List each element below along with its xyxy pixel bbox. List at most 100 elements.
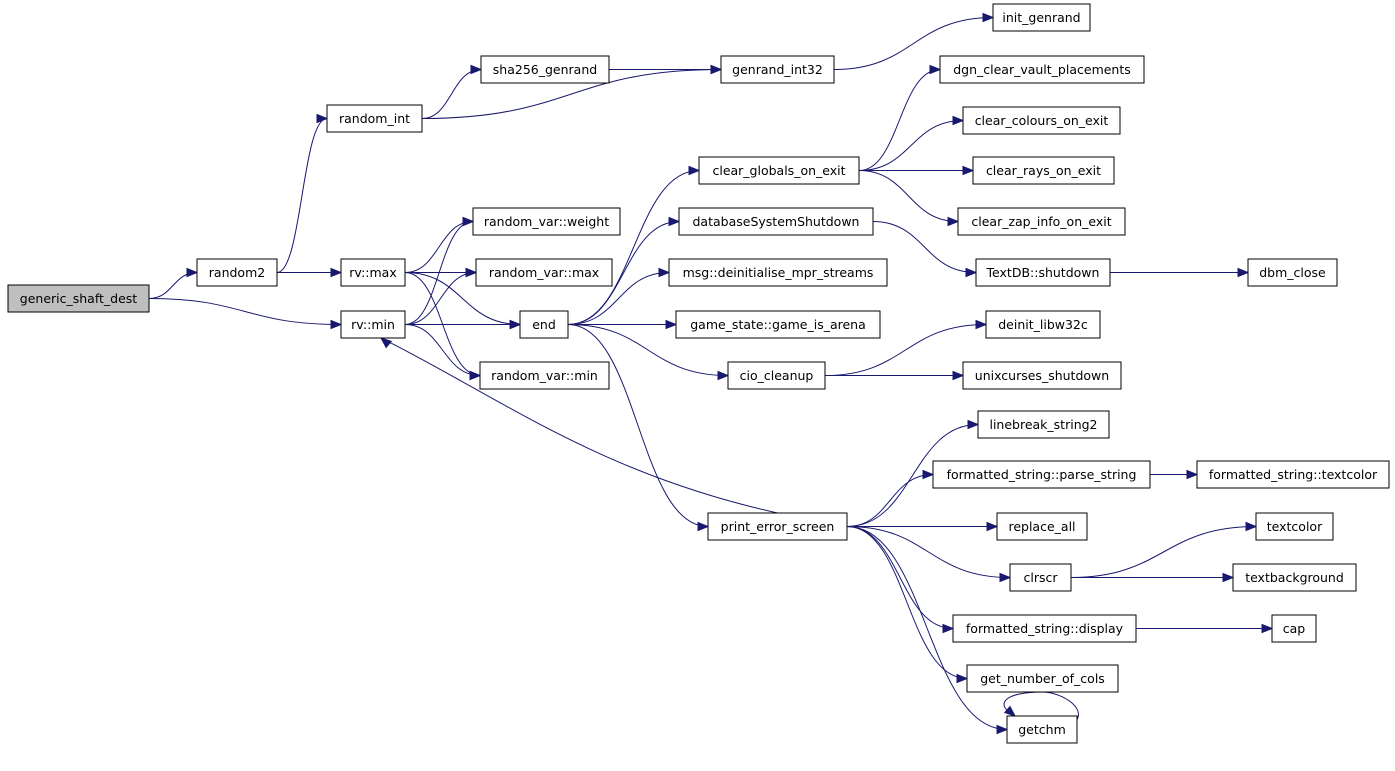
node-clrscr[interactable]: clrscr bbox=[1009, 563, 1072, 592]
node-label: formatted_string::parse_string bbox=[947, 467, 1137, 482]
node-random-int[interactable]: random_int bbox=[326, 104, 423, 133]
node-databaseSystemShutdown[interactable]: databaseSystemShutdown bbox=[678, 207, 874, 236]
edge-clear-globals-on-exit-to-clear-colours bbox=[858, 115, 965, 171]
node-genrand-int32[interactable]: genrand_int32 bbox=[720, 55, 835, 84]
node-box bbox=[480, 55, 610, 84]
edge-end-to-clear-globals-on-exit bbox=[567, 165, 701, 325]
node-deinit-libw32c[interactable]: deinit_libw32c bbox=[985, 310, 1101, 339]
edge-print-error-screen-to-replace-all bbox=[847, 521, 999, 532]
node-label: clear_zap_info_on_exit bbox=[971, 214, 1111, 229]
node-rvar-min[interactable]: random_var::min bbox=[479, 361, 610, 390]
node-box bbox=[698, 156, 860, 185]
edge-line bbox=[404, 272, 477, 325]
node-label: clear_rays_on_exit bbox=[986, 163, 1101, 178]
edge-arrowhead bbox=[186, 267, 199, 278]
node-clear-globals-on-exit[interactable]: clear_globals_on_exit bbox=[698, 156, 860, 185]
node-random2[interactable]: random2 bbox=[196, 258, 278, 287]
edge-line bbox=[404, 221, 474, 273]
node-msg-deinit[interactable]: msg::deinitialise_mpr_streams bbox=[668, 258, 888, 287]
edge-genrand-int32-to-init-genrand bbox=[833, 12, 995, 70]
node-clear-rays[interactable]: clear_rays_on_exit bbox=[972, 156, 1115, 185]
node-label: rv::min bbox=[351, 317, 395, 332]
node-rvar-weight[interactable]: random_var::weight bbox=[472, 207, 621, 236]
edge-print-error-screen-to-clrscr bbox=[846, 526, 1012, 583]
node-cio-cleanup[interactable]: cio_cleanup bbox=[727, 361, 826, 390]
edge-clear-globals-on-exit-to-dgn-clear bbox=[858, 64, 942, 171]
node-box bbox=[326, 104, 423, 133]
edge-arrowhead bbox=[947, 216, 960, 227]
node-box bbox=[962, 106, 1121, 135]
edge-line bbox=[846, 526, 1008, 730]
node-box bbox=[675, 310, 881, 339]
edge-arrowhead bbox=[956, 673, 969, 684]
node-textcolor[interactable]: textcolor bbox=[1255, 512, 1334, 541]
edge-clear-globals-on-exit-to-clear-zap bbox=[858, 170, 960, 227]
edge-arrowhead bbox=[469, 370, 482, 381]
edge-arrowhead bbox=[1003, 705, 1017, 717]
node-label: unixcurses_shutdown bbox=[975, 368, 1109, 383]
node-replace-all[interactable]: replace_all bbox=[996, 512, 1088, 541]
edge-line bbox=[846, 424, 979, 527]
node-label: random_int bbox=[339, 111, 410, 126]
node-box bbox=[727, 361, 826, 390]
node-clear-zap[interactable]: clear_zap_info_on_exit bbox=[957, 207, 1126, 236]
node-box bbox=[479, 361, 610, 390]
edge-arrowhead bbox=[509, 319, 522, 330]
edge-line bbox=[567, 170, 700, 325]
node-fs-display[interactable]: formatted_string::display bbox=[952, 614, 1137, 643]
edge-generic-shaft-dest-to-rv-min bbox=[148, 298, 343, 330]
node-sha256-genrand[interactable]: sha256_genrand bbox=[480, 55, 610, 84]
node-dbm-close[interactable]: dbm_close bbox=[1247, 258, 1338, 287]
edge-arrowhead bbox=[975, 319, 988, 330]
node-getchm[interactable]: getchm bbox=[1006, 715, 1078, 744]
node-print-error-screen[interactable]: print_error_screen bbox=[707, 512, 848, 541]
edge-line bbox=[567, 324, 709, 527]
edge-cio-cleanup-to-deinit-libw32c bbox=[824, 319, 988, 376]
edge-line bbox=[846, 526, 968, 679]
edge-rv-min-to-rvar-min bbox=[404, 324, 482, 381]
node-box bbox=[939, 55, 1145, 84]
node-label: end bbox=[532, 317, 556, 332]
node-clear-colours[interactable]: clear_colours_on_exit bbox=[962, 106, 1121, 135]
node-end[interactable]: end bbox=[519, 310, 569, 339]
node-label: print_error_screen bbox=[721, 519, 835, 534]
edge-arrowhead bbox=[982, 12, 995, 23]
node-label: generic_shaft_dest bbox=[20, 291, 138, 306]
node-label: sha256_genrand bbox=[493, 62, 597, 77]
node-label: replace_all bbox=[1008, 519, 1075, 534]
node-init-genrand[interactable]: init_genrand bbox=[992, 3, 1091, 32]
node-game-is-arena[interactable]: game_state::game_is_arena bbox=[675, 310, 881, 339]
node-get-number-of-cols[interactable]: get_number_of_cols bbox=[966, 664, 1119, 693]
node-generic-shaft-dest[interactable]: generic_shaft_dest bbox=[7, 284, 150, 313]
edge-arrowhead bbox=[986, 521, 999, 532]
node-box bbox=[977, 410, 1110, 439]
node-textdb-shutdown[interactable]: TextDB::shutdown bbox=[975, 258, 1111, 287]
node-label: rv::max bbox=[349, 265, 397, 280]
edge-arrowhead bbox=[330, 319, 343, 330]
edge-arrowhead bbox=[697, 521, 710, 532]
node-label: cio_cleanup bbox=[740, 368, 814, 383]
edge-arrowhead bbox=[952, 370, 965, 381]
edge-arrowhead bbox=[996, 724, 1009, 735]
node-unixcurses-shutdown[interactable]: unixcurses_shutdown bbox=[962, 361, 1122, 390]
edge-arrowhead bbox=[952, 115, 965, 126]
node-rv-max[interactable]: rv::max bbox=[340, 258, 406, 287]
node-linebreak-string2[interactable]: linebreak_string2 bbox=[977, 410, 1110, 439]
node-rv-min[interactable]: rv::min bbox=[340, 310, 406, 339]
node-label: linebreak_string2 bbox=[989, 417, 1097, 432]
edge-line bbox=[404, 272, 521, 325]
edge-arrowhead bbox=[962, 165, 975, 176]
node-label: TextDB::shutdown bbox=[986, 265, 1100, 280]
edge-end-to-game-is-arena bbox=[568, 319, 678, 330]
edge-line bbox=[846, 526, 1011, 578]
edge-line bbox=[421, 69, 482, 119]
node-label: formatted_string::textcolor bbox=[1209, 467, 1378, 482]
node-rvar-max[interactable]: random_var::max bbox=[475, 258, 613, 287]
node-fs-parse-string[interactable]: formatted_string::parse_string bbox=[932, 460, 1151, 489]
node-fs-textcolor[interactable]: formatted_string::textcolor bbox=[1196, 460, 1390, 489]
node-cap[interactable]: cap bbox=[1271, 614, 1317, 643]
node-textbackground[interactable]: textbackground bbox=[1232, 563, 1357, 592]
node-dgn-clear[interactable]: dgn_clear_vault_placements bbox=[939, 55, 1145, 84]
edge-arrowhead bbox=[688, 165, 701, 176]
edge-arrowhead bbox=[316, 113, 329, 124]
